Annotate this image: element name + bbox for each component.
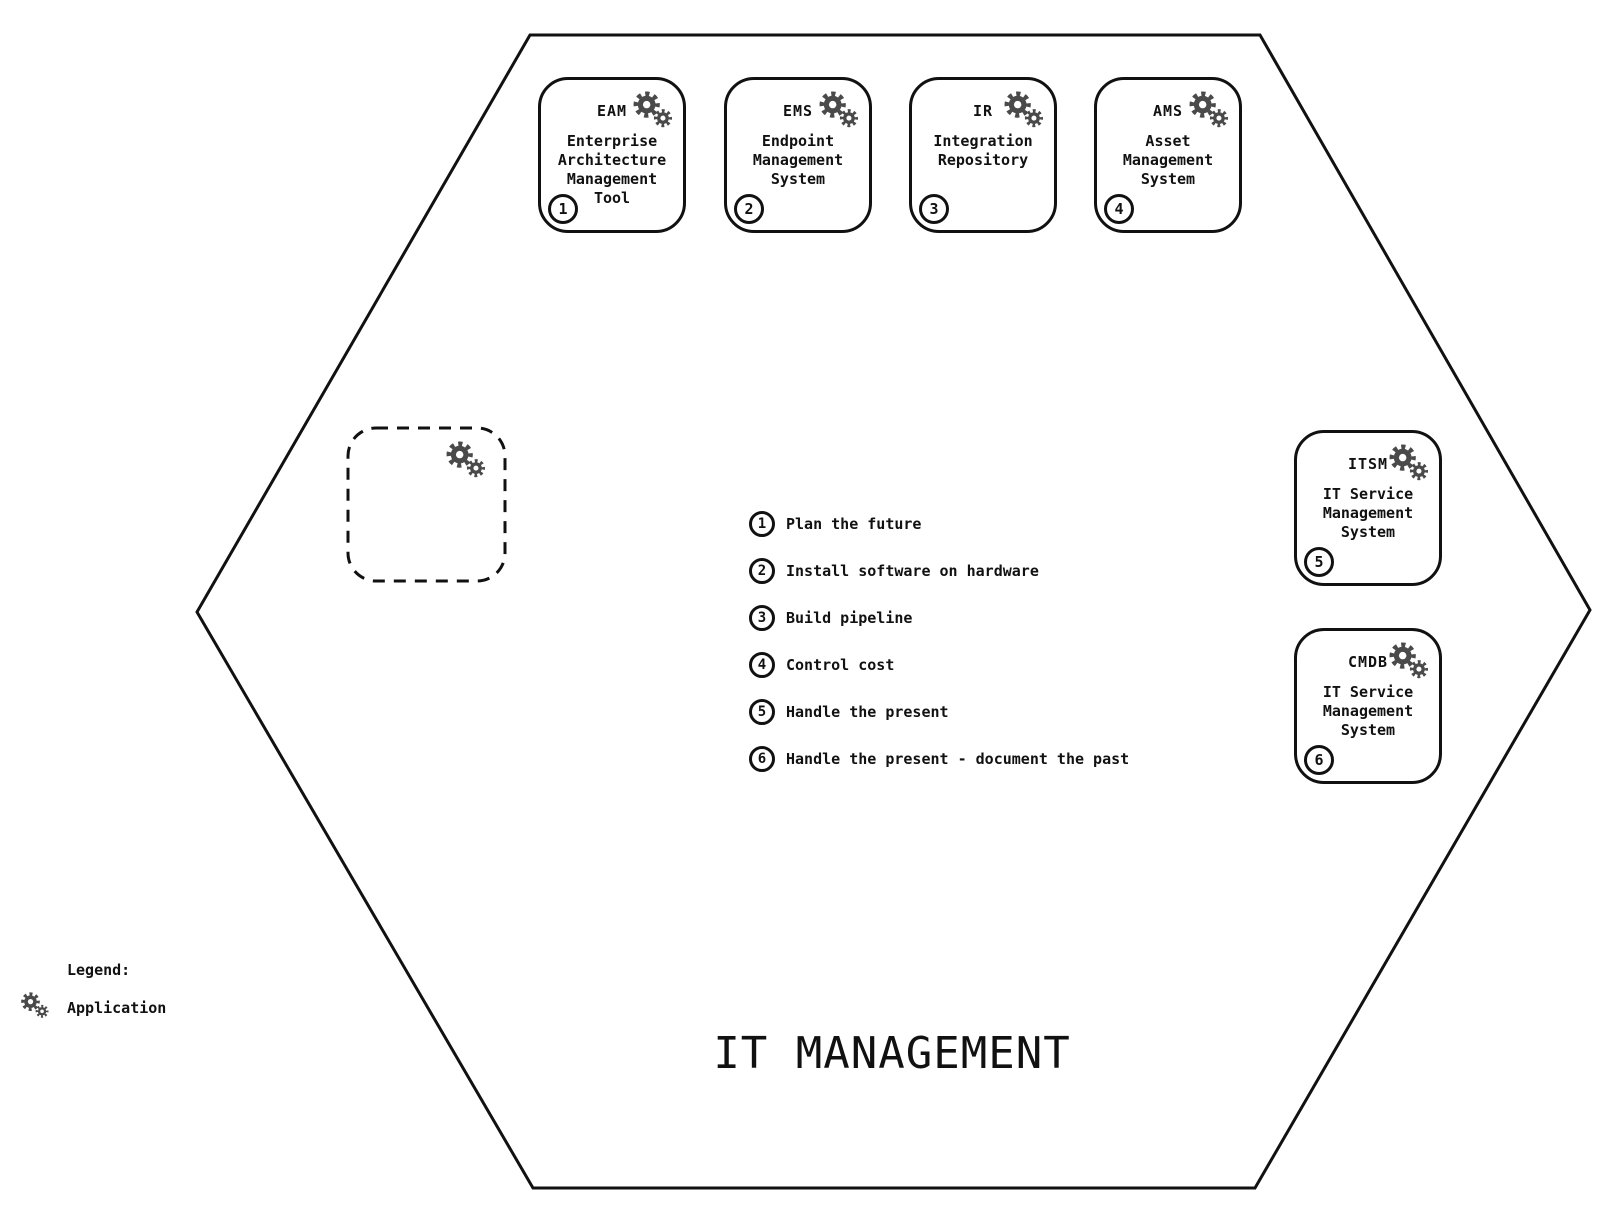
- app-node-cmdb: CMDB IT Service Management System 6: [1294, 628, 1442, 784]
- capability-label: Handle the present - document the past: [786, 750, 1130, 768]
- app-number-badge: 5: [1304, 547, 1334, 577]
- app-number-badge: 2: [734, 194, 764, 224]
- capability-number-badge: 5: [749, 699, 775, 725]
- gears-icon: [1388, 642, 1430, 680]
- app-acronym: EAM: [596, 102, 628, 120]
- app-number-badge: 1: [548, 194, 578, 224]
- capability-number-badge: 2: [749, 558, 775, 584]
- app-number-badge: 4: [1104, 194, 1134, 224]
- app-acronym: IR: [972, 102, 994, 120]
- legend-label: Application: [67, 998, 167, 1017]
- legend-item-application: Application: [20, 992, 166, 1023]
- app-acronym: CMDB: [1347, 653, 1389, 671]
- gears-icon: [818, 91, 860, 129]
- app-name: IT Service Management System: [1322, 683, 1414, 739]
- gears-icon: [1388, 444, 1430, 482]
- app-acronym: EMS: [782, 102, 814, 120]
- capability-number-badge: 4: [749, 652, 775, 678]
- app-node-eam: EAM Enterprise Architecture Management T…: [538, 77, 686, 233]
- app-acronym: ITSM: [1347, 455, 1389, 473]
- gears-icon: [632, 91, 674, 129]
- gears-icon: [449, 444, 483, 476]
- app-name: Enterprise Architecture Management Tool: [557, 132, 667, 207]
- capability-item: 3 Build pipeline: [749, 605, 1129, 631]
- capability-label: Install software on hardware: [786, 562, 1039, 580]
- capability-label: Plan the future: [786, 515, 922, 533]
- gears-icon: [1188, 91, 1230, 129]
- gears-icon: [1003, 91, 1045, 129]
- app-node-ems: EMS Endpoint Management System 2: [724, 77, 872, 233]
- app-name: Asset Management System: [1122, 132, 1214, 188]
- capability-item: 4 Control cost: [749, 652, 1129, 678]
- capability-label: Handle the present: [786, 703, 949, 721]
- app-number-badge: 6: [1304, 745, 1334, 775]
- capability-list: 1 Plan the future 2 Install software on …: [749, 511, 1129, 793]
- app-node-placeholder: [346, 426, 507, 583]
- capability-item: 6 Handle the present - document the past: [749, 746, 1129, 772]
- app-node-itsm: ITSM IT Service Management System 5: [1294, 430, 1442, 586]
- app-name: Integration Repository: [933, 132, 1033, 169]
- app-acronym: AMS: [1152, 102, 1184, 120]
- legend-title: Legend:: [67, 961, 131, 979]
- app-number-badge: 3: [919, 194, 949, 224]
- capability-item: 2 Install software on hardware: [749, 558, 1129, 584]
- app-node-ir: IR Integration Repository 3: [909, 77, 1057, 233]
- capability-item: 1 Plan the future: [749, 511, 1129, 537]
- diagram-title: IT MANAGEMENT: [713, 1028, 1071, 1079]
- capability-label: Control cost: [786, 656, 895, 674]
- capability-item: 5 Handle the present: [749, 699, 1129, 725]
- app-name: Endpoint Management System: [752, 132, 844, 188]
- capability-label: Build pipeline: [786, 609, 913, 627]
- capability-number-badge: 6: [749, 746, 775, 772]
- gears-icon: [20, 992, 50, 1023]
- app-name: IT Service Management System: [1322, 485, 1414, 541]
- capability-number-badge: 3: [749, 605, 775, 631]
- legend: Legend: Application: [20, 961, 166, 1023]
- app-node-ams: AMS Asset Management System 4: [1094, 77, 1242, 233]
- capability-number-badge: 1: [749, 511, 775, 537]
